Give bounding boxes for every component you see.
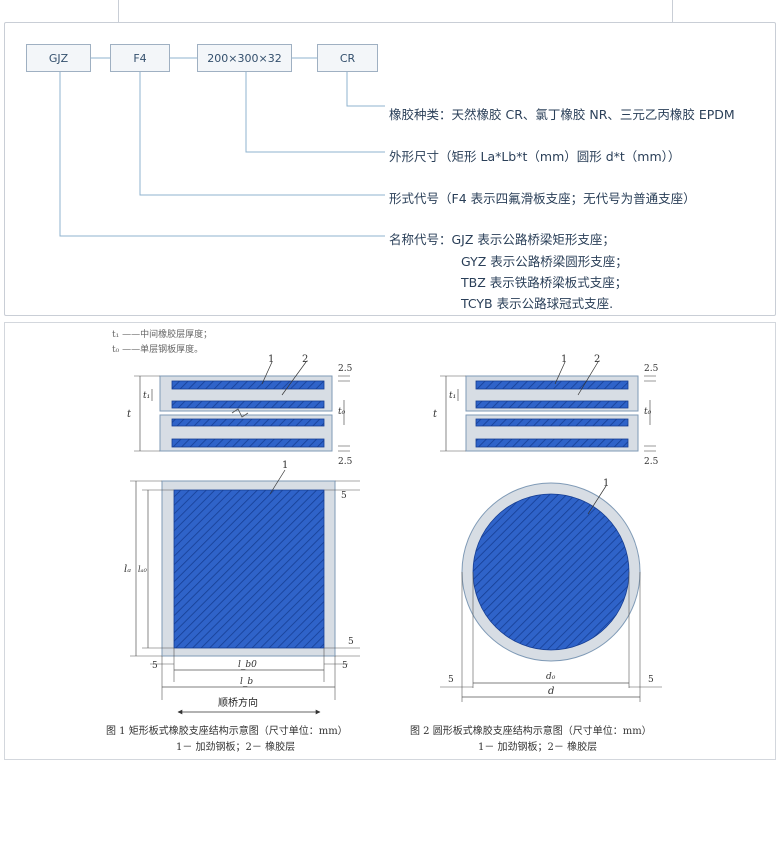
fig1-section-view <box>134 361 350 452</box>
fig2-dim-5-right: 5 <box>648 675 654 685</box>
code-legend-panel: GJZ F4 200×300×32 CR 橡胶种类：天然橡胶 CR、氯丁橡胶 N… <box>0 0 780 320</box>
legend-connectors <box>59 57 385 237</box>
code-f4-box: F4 <box>110 44 170 72</box>
code-gjz-box: GJZ <box>26 44 91 72</box>
fig1-dim-t1: t₁ <box>143 391 150 401</box>
fig2-dim-t1: t₁ <box>449 391 456 401</box>
fig1-dim-lb0: l_b0 <box>238 660 257 670</box>
fig2-dim-d0: d₀ <box>546 672 556 682</box>
legend-name-tbz: TBZ 表示铁路桥梁板式支座； <box>461 275 628 290</box>
fig1-dim-la0: lₐ₀ <box>138 565 148 574</box>
fig2-plan-label-1: 1 <box>603 478 609 489</box>
note-t0: t₀ ——单层钢板厚度。 <box>112 345 204 355</box>
fig1-caption-legend: 1－ 加劲钢板；2－ 橡胶层 <box>176 742 296 753</box>
fig1-dim-5-bottom: 5 <box>348 637 354 647</box>
fig2-dim-t: t <box>433 409 438 420</box>
fig2-dim-5-left: 5 <box>448 675 454 685</box>
fig2-dim-t0: t₀ <box>644 407 652 417</box>
fig2-caption: 图 2 圆形板式橡胶支座结构示意图（尺寸单位：mm） <box>410 726 652 737</box>
fig1-label-2: 2 <box>302 354 308 365</box>
fig2-plan-view <box>440 482 662 702</box>
fig1-bridge-direction: 顺桥方向 <box>218 696 258 709</box>
legend-shape-size: 外形尺寸（矩形 La*Lb*t（mm）圆形 d*t（mm）） <box>389 149 681 164</box>
fig1-dim-5-right: 5 <box>342 661 348 671</box>
fig1-dim-25-top: 2.5 <box>338 364 353 374</box>
tab-divider <box>672 0 673 22</box>
fig2-section-view <box>440 361 656 452</box>
code-size-box: 200×300×32 <box>197 44 292 72</box>
fig1-plan-label-1: 1 <box>282 460 288 471</box>
legend-name-tcyb: TCYB 表示公路球冠式支座. <box>461 296 614 311</box>
fig1-dim-la: lₐ <box>124 564 131 575</box>
tab-divider <box>118 0 119 22</box>
legend-border <box>4 22 776 316</box>
fig2-dim-25-bottom: 2.5 <box>644 457 659 467</box>
legend-name-gyz: GYZ 表示公路桥梁圆形支座； <box>461 254 628 269</box>
fig1-label-1: 1 <box>268 354 274 365</box>
legend-form-code: 形式代号（F4 表示四氟滑板支座；无代号为普通支座） <box>389 191 696 206</box>
fig1-plan-view <box>130 469 360 715</box>
note-t1: t₁ ——中间橡胶层厚度； <box>112 330 213 340</box>
fig2-dim-d: d <box>548 686 554 697</box>
fig1-caption: 图 1 矩形板式橡胶支座结构示意图（尺寸单位：mm） <box>106 726 348 737</box>
legend-name-code: 名称代号：GJZ 表示公路桥梁矩形支座； <box>389 232 615 247</box>
fig2-caption-legend: 1－ 加劲钢板；2－ 橡胶层 <box>478 742 598 753</box>
fig1-dim-5-left: 5 <box>152 661 158 671</box>
fig2-dim-25-top: 2.5 <box>644 364 659 374</box>
fig1-dim-t: t <box>127 409 132 420</box>
fig1-dim-5-top: 5 <box>341 491 347 501</box>
fig1-dim-25-bottom: 2.5 <box>338 457 353 467</box>
fig2-label-1: 1 <box>561 354 567 365</box>
fig2-label-2: 2 <box>594 354 600 365</box>
fig1-dim-t0: t₀ <box>338 407 346 417</box>
code-cr-box: CR <box>317 44 378 72</box>
diagram-panel <box>4 322 776 760</box>
fig1-dim-lb: l_b <box>240 677 253 687</box>
legend-rubber-type: 橡胶种类：天然橡胶 CR、氯丁橡胶 NR、三元乙丙橡胶 EPDM <box>389 107 735 122</box>
